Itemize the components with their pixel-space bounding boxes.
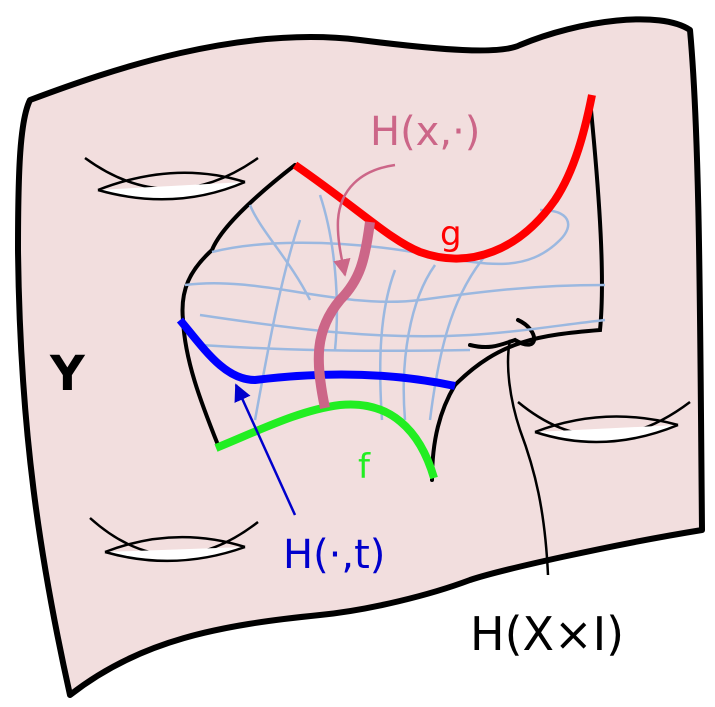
curve-f (214, 400, 438, 480)
curve-path (313, 221, 375, 410)
label-homotopy-path: H(x,·) (370, 109, 480, 155)
surface-y (15, 16, 705, 698)
curve-g (292, 94, 596, 263)
leader-image-label (506, 339, 550, 576)
arrow-slice-label (234, 383, 297, 516)
label-y: Y (49, 346, 86, 402)
label-homotopy-image: H(X×I) (470, 607, 624, 661)
handle-right (517, 401, 691, 444)
handle-top-left (84, 156, 259, 201)
homotopy-sheet-outline (180, 98, 604, 482)
label-f: f (358, 447, 371, 487)
label-homotopy-slice: H(·,t) (283, 532, 385, 578)
handle-bottom-left (89, 517, 259, 563)
curve-slice (176, 317, 456, 390)
homotopy-grid-lines (184, 194, 606, 421)
arrow-path-label (333, 163, 396, 277)
label-g: g (440, 214, 462, 254)
